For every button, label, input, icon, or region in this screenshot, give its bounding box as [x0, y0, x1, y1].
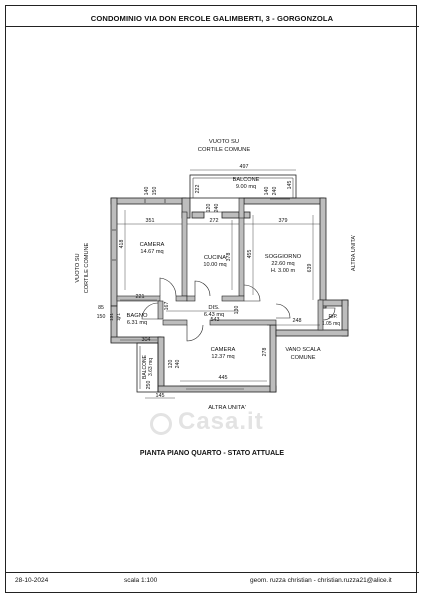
dim-145-top: 145	[287, 181, 293, 190]
dim-120-bottom: 120	[168, 360, 174, 369]
dim-418: 418	[119, 240, 125, 249]
dim-248: 248	[293, 318, 302, 324]
dim-240-top: 240	[214, 204, 220, 213]
vuoto-left-line1: VUOTO SU	[75, 253, 81, 282]
watermark-logo-icon	[150, 413, 172, 435]
dis-area: 6.43 mq	[204, 312, 224, 318]
dim-272: 272	[210, 218, 219, 224]
header-rule	[5, 26, 419, 27]
vuoto-top-line2: CORTILE COMUNE	[198, 147, 251, 153]
vano-scala-line2: COMUNE	[291, 355, 316, 361]
balcone-small-name: BALCONE	[142, 354, 148, 379]
vano-scala-line1: VANO SCALA	[285, 347, 321, 353]
balcone-small-area: 3.63 mq	[148, 358, 154, 376]
bagno-name: BAGNO	[127, 313, 148, 319]
dim-278: 278	[262, 348, 268, 357]
dis-name: DIS.	[208, 305, 220, 311]
footer-rule	[5, 572, 419, 573]
soggiorno-area: 22.60 mq	[271, 261, 294, 267]
dim-131: 131	[109, 313, 115, 321]
doors	[112, 198, 336, 390]
balcone-top-area: 9.00 mq	[236, 184, 256, 190]
dim-378: 378	[226, 253, 232, 262]
balcony-small	[136, 342, 159, 393]
camera2-name: CAMERA	[211, 347, 236, 353]
footer-date: 28-10-2024	[15, 577, 49, 584]
soggiorno-height: H. 3.00 m	[271, 268, 296, 274]
footer-author: geom. ruzza christian - christian.ruzza2…	[250, 577, 392, 584]
dimension-lines	[117, 169, 320, 399]
rip-name: RIP.	[328, 314, 337, 320]
drawing-title: PIANTA PIANO QUARTO - STATO ATTUALE	[139, 450, 285, 457]
camera1-name: CAMERA	[140, 242, 165, 248]
vuoto-left-line2: CORTILE COMUNE	[84, 242, 90, 293]
bagno-area: 6.31 mq	[127, 320, 147, 326]
altra-unita-right: ALTRA UNITA'	[351, 235, 357, 271]
dim-351: 351	[146, 218, 155, 224]
vuoto-top-line1: VUOTO SU	[209, 139, 239, 145]
altra-unita-bottom: ALTRA UNITA'	[208, 405, 246, 411]
camera1-area: 14.67 mq	[140, 249, 163, 255]
balcony-top	[189, 174, 297, 199]
dim-250: 250	[146, 381, 152, 390]
watermark: Casa.it	[178, 408, 264, 435]
dim-240-bottom: 240	[175, 360, 181, 369]
dim-379: 379	[279, 218, 288, 224]
drawing-header: CONDOMINIO VIA DON ERCOLE GALIMBERTI, 3 …	[90, 14, 334, 23]
dim-304: 304	[142, 337, 151, 343]
dim-130: 130	[234, 306, 240, 315]
dim-639: 639	[307, 264, 313, 273]
dim-140-topright: 140	[264, 187, 270, 196]
dim-497: 497	[240, 164, 249, 170]
dim-167: 167	[164, 302, 170, 311]
dim-85: 85	[98, 305, 104, 311]
dim-543: 543	[211, 317, 220, 323]
dim-150-topleft: 150	[152, 187, 158, 196]
drawing-frame	[5, 5, 417, 593]
dim-445: 445	[219, 375, 228, 381]
camera2-area: 12.37 mq	[211, 354, 234, 360]
interior-walls	[116, 197, 324, 331]
dim-145-bottom: 145	[156, 393, 165, 399]
balcone-top-name: BALCONE	[233, 177, 260, 183]
rip-area: 1.05 mq	[322, 321, 340, 327]
dim-171: 171	[116, 313, 122, 321]
cucina-area: 10.00 mq	[203, 262, 226, 268]
dim-221: 221	[136, 294, 145, 300]
dim-140-topleft: 140	[144, 187, 150, 196]
dim-455: 455	[247, 250, 253, 259]
soggiorno-name: SOGGIORNO	[265, 254, 302, 260]
cucina-name: CUCINA	[204, 255, 226, 261]
dim-240-topright: 240	[272, 187, 278, 196]
dim-150-left: 150	[97, 314, 106, 320]
footer-scale: scala 1:100	[124, 577, 158, 584]
dim-222: 222	[195, 185, 201, 194]
dim-120-top: 120	[206, 204, 212, 213]
